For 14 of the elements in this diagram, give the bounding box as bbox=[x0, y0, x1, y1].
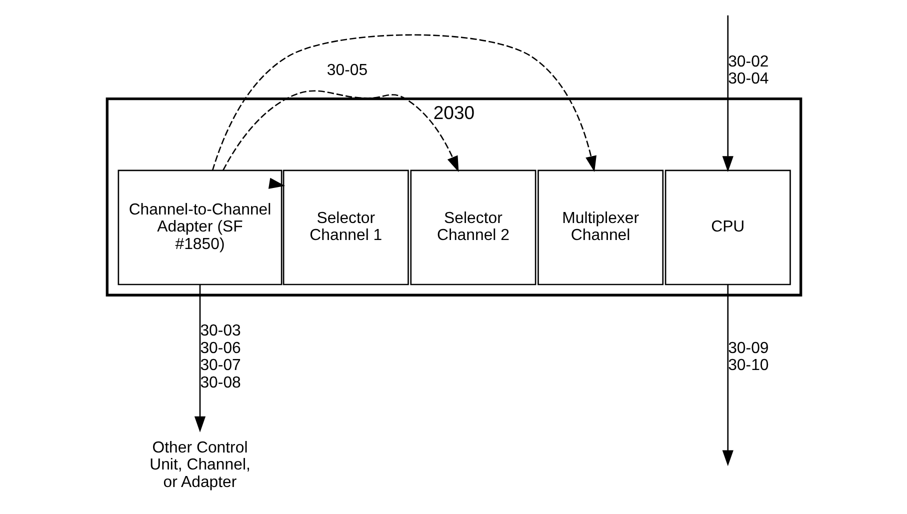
arrow bbox=[722, 284, 733, 466]
edge-label: 30-05 bbox=[326, 62, 368, 79]
node-box: CPU bbox=[664, 169, 790, 285]
edge-label: 30-09 30-10 bbox=[728, 339, 768, 374]
edge-label: 30-03 30-06 30-07 30-08 bbox=[200, 322, 240, 391]
node-box: Selector Channel 2 bbox=[410, 169, 536, 285]
node-box: Multiplexer Channel bbox=[537, 169, 664, 285]
arrow bbox=[722, 14, 733, 172]
arrow bbox=[268, 177, 285, 188]
node-text: Other Control Unit, Channel, or Adapter bbox=[149, 438, 250, 490]
edge-label: 30-02 30-04 bbox=[728, 52, 768, 88]
arrow bbox=[222, 90, 458, 172]
arrow bbox=[194, 284, 206, 432]
arrow bbox=[211, 34, 596, 172]
